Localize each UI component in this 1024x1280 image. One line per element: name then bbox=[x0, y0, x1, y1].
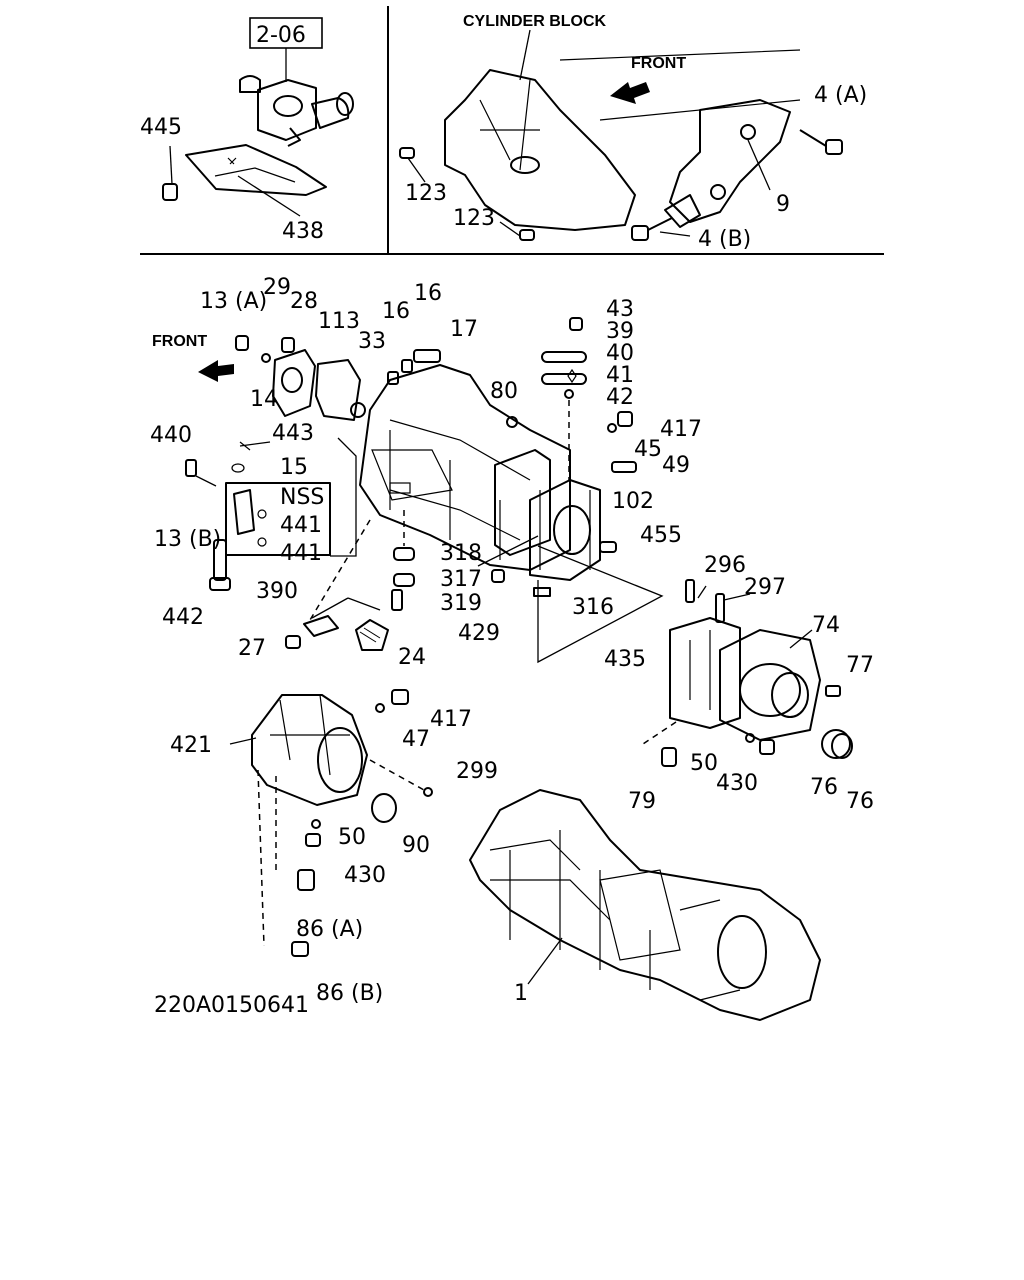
assembled-transmission-group: 1 bbox=[469, 789, 821, 1021]
part-label-417-top: 417 bbox=[660, 417, 702, 442]
part-label-430-left: 430 bbox=[344, 863, 386, 888]
part-label-430-right: 430 bbox=[716, 771, 758, 796]
part-label-49: 49 bbox=[662, 453, 690, 478]
part-label-14: 14 bbox=[250, 387, 278, 412]
front-arrow-label-top: FRONT bbox=[631, 55, 686, 72]
part-label-28: 28 bbox=[290, 289, 318, 314]
part-label-123-lower: 123 bbox=[453, 206, 495, 231]
part-label-13a: 13 (A) bbox=[200, 289, 267, 314]
part-label-16-left: 16 bbox=[382, 299, 410, 324]
transfer-case-group: 296 297 74 77 50 430 79 76 76 bbox=[628, 553, 874, 814]
part-label-123-upper: 123 bbox=[405, 181, 447, 206]
part-label-4b: 4 (B) bbox=[698, 227, 751, 252]
part-label-24: 24 bbox=[398, 645, 426, 670]
part-label-79: 79 bbox=[628, 789, 656, 814]
front-arrow-label-left: FRONT bbox=[152, 333, 207, 350]
part-label-45: 45 bbox=[634, 437, 662, 462]
part-label-435: 435 bbox=[604, 647, 646, 672]
part-label-29: 29 bbox=[263, 275, 291, 300]
part-label-299: 299 bbox=[456, 759, 498, 784]
part-label-442: 442 bbox=[162, 605, 204, 630]
part-label-296: 296 bbox=[704, 553, 746, 578]
part-label-441-upper: 441 bbox=[280, 513, 322, 538]
part-label-40: 40 bbox=[606, 341, 634, 366]
extension-housing-group: 421 417 47 299 50 90 430 86 (A) 86 (B) bbox=[170, 689, 498, 1006]
part-label-90: 90 bbox=[402, 833, 430, 858]
front-arrow-left bbox=[198, 360, 234, 382]
part-label-445: 445 bbox=[140, 115, 182, 140]
section-dividers bbox=[140, 6, 884, 255]
slave-cylinder-group: 2-06 445 438 bbox=[140, 17, 354, 244]
part-label-1: 1 bbox=[514, 981, 528, 1006]
part-label-13b: 13 (B) bbox=[154, 527, 221, 552]
part-label-297: 297 bbox=[744, 575, 786, 600]
part-label-390: 390 bbox=[256, 579, 298, 604]
part-label-76-right: 76 bbox=[846, 789, 874, 814]
part-label-318: 318 bbox=[440, 541, 482, 566]
cylinder-block-label: CYLINDER BLOCK bbox=[463, 13, 607, 30]
part-label-438: 438 bbox=[282, 219, 324, 244]
part-label-429: 429 bbox=[458, 621, 500, 646]
part-label-317: 317 bbox=[440, 567, 482, 592]
part-label-421: 421 bbox=[170, 733, 212, 758]
part-label-43: 43 bbox=[606, 297, 634, 322]
part-label-27: 27 bbox=[238, 636, 266, 661]
part-label-319: 319 bbox=[440, 591, 482, 616]
part-label-15: 15 bbox=[280, 455, 308, 480]
part-label-80: 80 bbox=[490, 379, 518, 404]
reference-box-label: 2-06 bbox=[256, 23, 306, 48]
part-label-86b: 86 (B) bbox=[316, 981, 383, 1006]
part-label-440: 440 bbox=[150, 423, 192, 448]
part-label-39: 39 bbox=[606, 319, 634, 344]
part-label-443: 443 bbox=[272, 421, 314, 446]
part-label-17: 17 bbox=[450, 317, 478, 342]
part-label-41: 41 bbox=[606, 363, 634, 388]
part-label-113: 113 bbox=[318, 309, 360, 334]
front-arrow-top bbox=[610, 82, 650, 104]
part-label-50-left: 50 bbox=[338, 825, 366, 850]
part-label-76-left: 76 bbox=[810, 775, 838, 800]
part-label-417-lower: 417 bbox=[430, 707, 472, 732]
part-label-455: 455 bbox=[640, 523, 682, 548]
part-label-47: 47 bbox=[402, 727, 430, 752]
part-label-316: 316 bbox=[572, 595, 614, 620]
part-label-9: 9 bbox=[776, 192, 790, 217]
part-label-nss: NSS bbox=[280, 485, 324, 510]
transmission-case-group: FRONT bbox=[150, 275, 702, 672]
part-label-4a: 4 (A) bbox=[814, 83, 867, 108]
part-label-74: 74 bbox=[812, 613, 840, 638]
part-label-42: 42 bbox=[606, 385, 634, 410]
part-label-16-right: 16 bbox=[414, 281, 442, 306]
part-label-50-right: 50 bbox=[690, 751, 718, 776]
part-label-77: 77 bbox=[846, 653, 874, 678]
part-label-102: 102 bbox=[612, 489, 654, 514]
drawing-code: 220A0150641 bbox=[154, 993, 309, 1018]
part-label-441-lower: 441 bbox=[280, 541, 322, 566]
engine-mount-group: CYLINDER BLOCK 123 123 FRONT 4 (A) 9 4 (… bbox=[399, 13, 867, 252]
part-label-33: 33 bbox=[358, 329, 386, 354]
part-label-86a: 86 (A) bbox=[296, 917, 363, 942]
